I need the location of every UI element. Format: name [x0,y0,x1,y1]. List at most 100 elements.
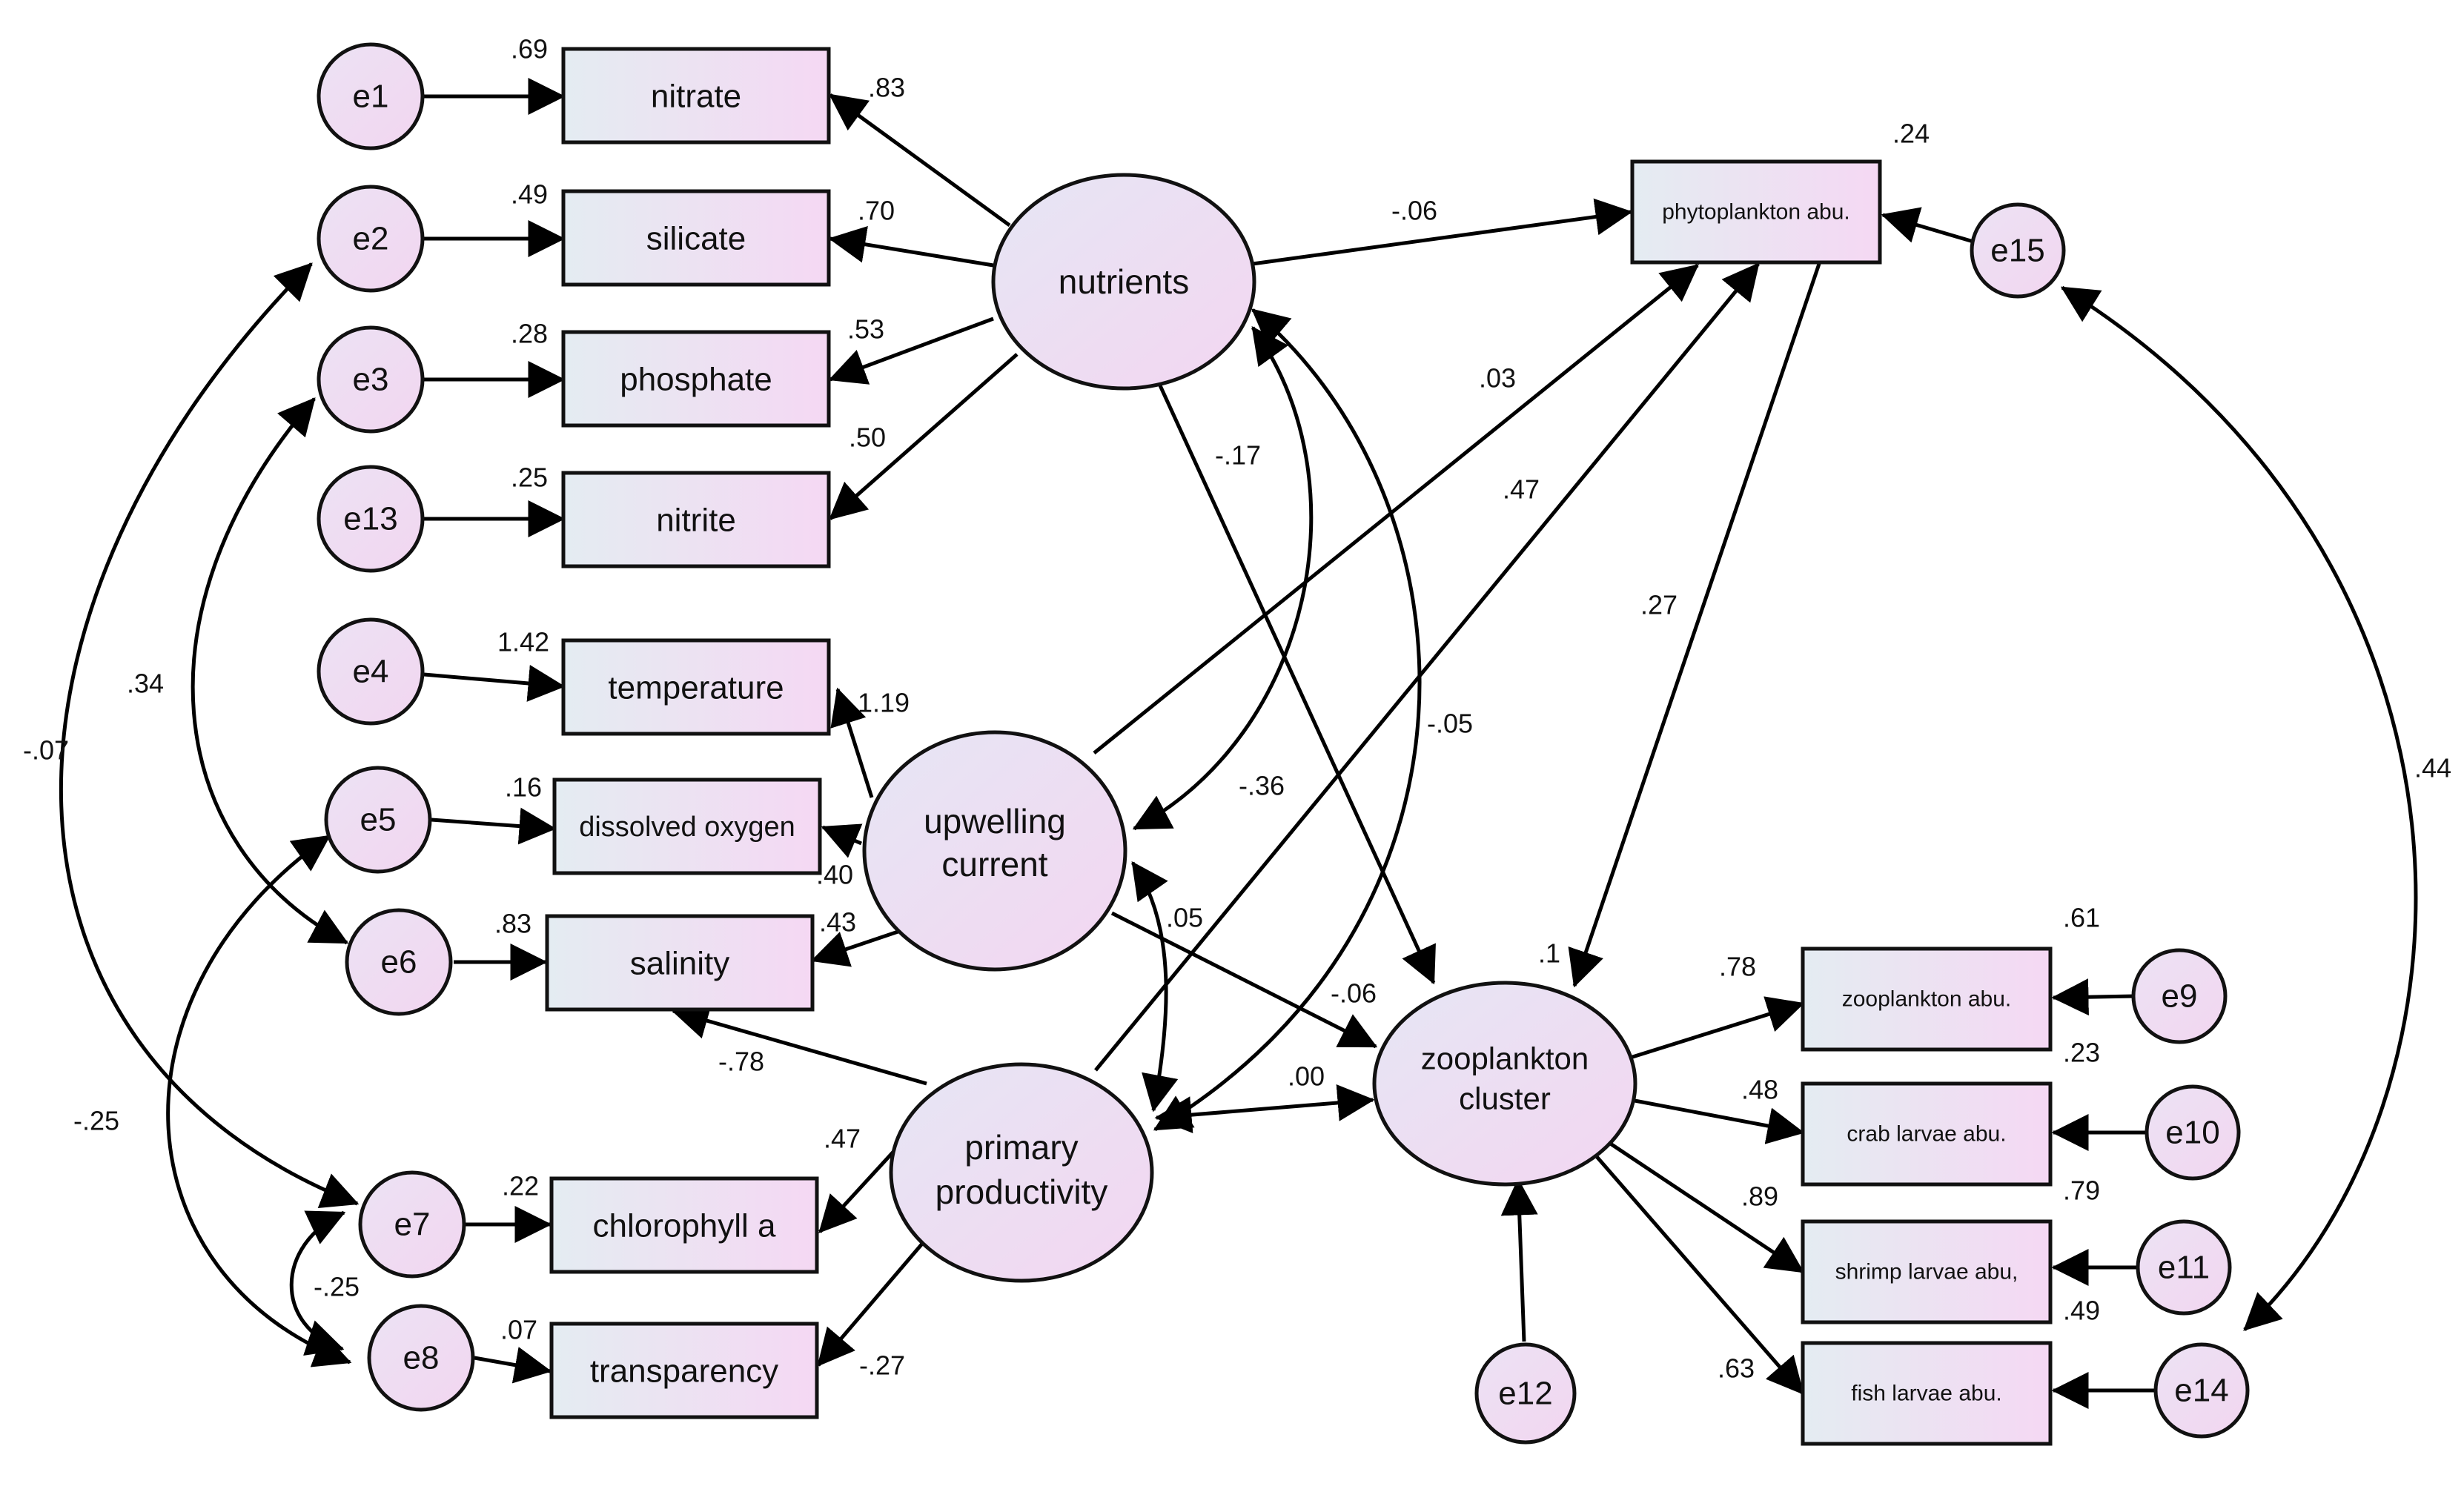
cov-nutrients-upwelling [1132,325,1314,831]
error-e8[interactable]: e8 [367,1304,475,1412]
label-chlorophyll-a: chlorophyll a [592,1208,776,1244]
error-e6[interactable]: e6 [345,908,453,1016]
label-e12: e12 [1498,1376,1552,1412]
edge-e4-temperature [423,665,566,702]
error-e13[interactable]: e13 [317,465,425,573]
error-e14[interactable]: e14 [2153,1342,2250,1439]
label-e7: e7 [394,1207,431,1243]
edge-upwelling-temperature [830,687,874,798]
label-e9: e9 [2162,978,2198,1015]
box-phytoplankton[interactable]: phytoplankton abu. [1630,159,1882,265]
label-zoo-cluster-1: zooplankton [1421,1041,1589,1076]
label-temperature: temperature [608,670,784,706]
error-e15[interactable]: e15 [1970,202,2066,299]
edges [59,78,2418,1409]
box-fish-larvae[interactable]: fish larvae abu. [1801,1341,2053,1446]
box-crab-larvae[interactable]: crab larvae abu. [1801,1081,2053,1187]
loading-crab-larvae: .48 [1741,1075,1778,1105]
error-e3[interactable]: e3 [317,325,425,434]
box-phosphate[interactable]: phosphate [561,330,831,428]
error-e5[interactable]: e5 [324,766,432,874]
box-dissolved-oxygen[interactable]: dissolved oxygen [552,777,822,875]
label-phytoplankton: phytoplankton abu. [1662,200,1850,225]
cov-label-e3-e6: .34 [127,669,164,699]
label-productivity-2: productivity [935,1173,1108,1211]
loading-silicate: .70 [858,196,895,226]
loading-nitrate: .83 [868,73,905,103]
r2-chlorophyll-a: .22 [502,1171,539,1201]
error-e2[interactable]: e2 [317,185,425,293]
box-temperature[interactable]: temperature [561,638,831,736]
latent-variables: nutrients upwelling current primary prod… [862,173,1637,1283]
r2-salinity: .83 [494,909,531,939]
box-transparency[interactable]: transparency [549,1322,819,1419]
label-fish-larvae: fish larvae abu. [1851,1382,2001,1406]
loading-temperature: 1.19 [858,688,910,718]
box-shrimp-larvae[interactable]: shrimp larvae abu, [1801,1219,2053,1324]
label-e11: e11 [2158,1250,2210,1286]
loading-chlorophyll-a: .47 [824,1124,861,1154]
label-e1: e1 [353,79,389,115]
loading-salinity: .43 [819,907,856,938]
r-squared-labels: .69 .49 .28 .25 1.42 .16 .83 .22 .07 .24… [494,34,2100,1345]
edge-upwelling-dissolved-oxygen [821,823,863,858]
label-e5: e5 [360,802,397,838]
loading-nitrite: .50 [849,422,886,453]
label-upwelling-2: current [941,845,1047,883]
label-nutrients: nutrients [1059,262,1189,301]
observed-variables: nitrate silicate phosphate nitrite tempe… [545,47,2053,1446]
error-e1[interactable]: e1 [317,42,425,150]
loading-shrimp-larvae: .89 [1741,1181,1778,1212]
label-e2: e2 [353,221,389,257]
edge-productivity-salinity [671,1003,927,1086]
error-terms: e1 e2 e3 e13 e4 e5 e6 e7 e8 e15 e9 e10 e… [317,42,2250,1445]
r2-temperature: 1.42 [497,627,549,657]
box-nitrite[interactable]: nitrite [561,471,831,568]
latent-nutrients[interactable]: nutrients [991,173,1256,391]
label-nitrite: nitrite [656,503,736,539]
label-nitrate: nitrate [651,79,741,115]
cov-e2-e7 [59,262,360,1208]
r2-transparency: .07 [500,1315,537,1345]
box-silicate[interactable]: silicate [561,189,831,287]
box-chlorophyll-a[interactable]: chlorophyll a [549,1176,819,1274]
edge-nutrients-phosphate [828,316,994,385]
error-e12[interactable]: e12 [1474,1342,1577,1445]
label-e15: e15 [1990,233,2044,269]
cov-e5-e8 [166,834,352,1367]
error-e10[interactable]: e10 [2145,1084,2241,1181]
box-salinity[interactable]: salinity [545,914,815,1012]
edge-nutrients-phyto [1252,198,1633,266]
label-dissolved-oxygen: dissolved oxygen [579,812,795,843]
label-phosphate: phosphate [620,362,772,398]
label-crab-larvae: crab larvae abu. [1847,1122,2006,1147]
box-zooplankton[interactable]: zooplankton abu. [1801,946,2053,1052]
latent-zooplankton-cluster[interactable]: zooplankton cluster [1372,981,1637,1187]
error-e4[interactable]: e4 [317,617,425,726]
label-e3: e3 [353,362,389,398]
edge-productivity-chlorophyll [818,1140,904,1233]
r2-phytoplankton: .24 [1892,119,1930,149]
cov-e15-e14 [2060,285,2418,1331]
edge-zoo-fish [1592,1152,1804,1395]
cov-label-e5-e8: -.25 [73,1106,119,1136]
edge-e12-zoo [1500,1178,1538,1342]
label-e14: e14 [2174,1373,2228,1409]
label-e4: e4 [353,654,389,690]
box-nitrate[interactable]: nitrate [561,47,831,145]
latent-upwelling-current[interactable]: upwelling current [862,730,1127,972]
cov-label-e15-e14: .44 [2414,753,2451,783]
error-e11[interactable]: e11 [2136,1219,2232,1316]
error-e7[interactable]: e7 [358,1170,466,1279]
cov-label-nutrients-productivity: -.05 [1427,709,1473,739]
latent-primary-productivity[interactable]: primary productivity [889,1062,1154,1283]
label-e8: e8 [403,1340,440,1376]
r2-zooplankton: .61 [2063,903,2100,933]
edge-zoo-shrimp [1606,1139,1805,1274]
error-e9[interactable]: e9 [2131,948,2228,1044]
cov-e7-e8 [289,1210,346,1356]
loading-fish-larvae: .63 [1718,1353,1755,1384]
edge-e8-transparency [474,1347,552,1384]
edge-nutrients-nitrite [829,353,1019,520]
